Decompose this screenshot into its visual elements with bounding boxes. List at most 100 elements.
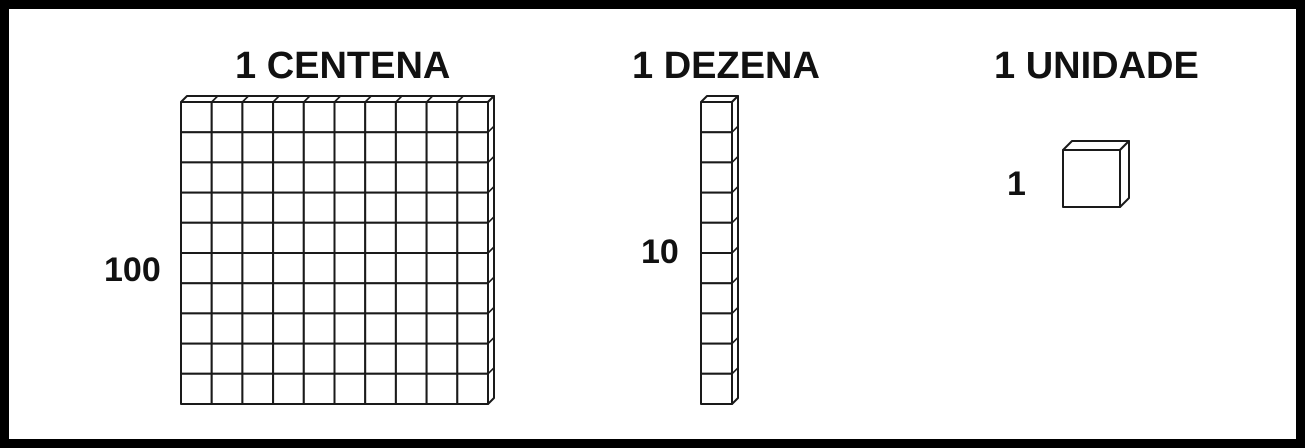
centena-unit-square: [335, 283, 366, 313]
centena-unit-square: [242, 132, 273, 162]
centena-unit-square: [304, 223, 335, 253]
centena-unit-square: [212, 253, 243, 283]
centena-unit-square: [335, 102, 366, 132]
centena-unit-square: [212, 313, 243, 343]
dezena-unit-square: [701, 193, 732, 223]
centena-unit-square: [212, 223, 243, 253]
centena-unit-square: [304, 193, 335, 223]
centena-unit-square: [212, 283, 243, 313]
centena-unit-square: [457, 132, 488, 162]
centena-unit-square: [273, 344, 304, 374]
centena-unit-square: [427, 283, 458, 313]
centena-unit-square: [396, 283, 427, 313]
centena-unit-square: [304, 253, 335, 283]
centena-unit-square: [335, 344, 366, 374]
centena-unit-square: [273, 193, 304, 223]
dezena-unit-square: [701, 344, 732, 374]
centena-unit-square: [396, 313, 427, 343]
centena-unit-square: [212, 374, 243, 404]
centena-unit-square: [304, 374, 335, 404]
centena-unit-square: [365, 102, 396, 132]
unidade-top-face: [1063, 141, 1129, 150]
centena-unit-square: [335, 313, 366, 343]
centena-unit-square: [242, 313, 273, 343]
centena-unit-square: [427, 374, 458, 404]
centena-unit-square: [181, 344, 212, 374]
centena-unit-square: [365, 253, 396, 283]
centena-unit-square: [365, 344, 396, 374]
centena-unit-square: [242, 223, 273, 253]
centena-unit-square: [335, 162, 366, 192]
centena-unit-square: [396, 374, 427, 404]
centena-unit-square: [273, 223, 304, 253]
centena-unit-square: [335, 132, 366, 162]
centena-unit-square: [365, 283, 396, 313]
centena-unit-square: [457, 193, 488, 223]
centena-unit-square: [427, 223, 458, 253]
centena-unit-square: [457, 344, 488, 374]
unidade-unit-square: [1063, 150, 1120, 207]
centena-unit-square: [396, 344, 427, 374]
centena-unit-square: [212, 193, 243, 223]
centena-unit-square: [273, 162, 304, 192]
centena-unit-square: [427, 132, 458, 162]
centena-unit-square: [396, 132, 427, 162]
centena-unit-square: [212, 132, 243, 162]
centena-unit-square: [181, 283, 212, 313]
centena-unit-square: [181, 162, 212, 192]
centena-unit-square: [457, 102, 488, 132]
centena-unit-square: [304, 313, 335, 343]
dezena-unit-square: [701, 374, 732, 404]
centena-unit-square: [457, 223, 488, 253]
centena-unit-square: [242, 374, 273, 404]
centena-unit-square: [427, 162, 458, 192]
centena-unit-square: [335, 253, 366, 283]
centena-unit-square: [304, 162, 335, 192]
centena-unit-square: [304, 283, 335, 313]
centena-unit-square: [242, 344, 273, 374]
centena-unit-square: [242, 253, 273, 283]
centena-unit-square: [427, 313, 458, 343]
centena-unit-square: [335, 193, 366, 223]
centena-unit-square: [457, 283, 488, 313]
centena-unit-square: [457, 313, 488, 343]
centena-unit-square: [181, 374, 212, 404]
dezena-unit-square: [701, 223, 732, 253]
centena-unit-square: [457, 162, 488, 192]
centena-unit-square: [427, 193, 458, 223]
centena-unit-square: [304, 132, 335, 162]
dezena-unit-square: [701, 313, 732, 343]
centena-unit-square: [365, 313, 396, 343]
centena-unit-square: [181, 193, 212, 223]
centena-unit-square: [396, 162, 427, 192]
centena-unit-square: [365, 374, 396, 404]
centena-unit-square: [212, 344, 243, 374]
centena-unit-square: [181, 313, 212, 343]
centena-unit-square: [335, 374, 366, 404]
centena-unit-square: [181, 223, 212, 253]
unidade-cube: [1063, 141, 1129, 207]
centena-unit-square: [273, 283, 304, 313]
dezena-unit-square: [701, 283, 732, 313]
centena-unit-square: [273, 374, 304, 404]
centena-unit-square: [212, 162, 243, 192]
centena-unit-square: [242, 283, 273, 313]
centena-unit-square: [365, 223, 396, 253]
centena-unit-square: [273, 102, 304, 132]
centena-unit-square: [427, 102, 458, 132]
centena-unit-square: [396, 193, 427, 223]
centena-unit-square: [457, 374, 488, 404]
centena-unit-square: [396, 102, 427, 132]
centena-unit-square: [273, 132, 304, 162]
dezena-unit-square: [701, 132, 732, 162]
centena-unit-square: [242, 162, 273, 192]
centena-unit-square: [181, 102, 212, 132]
centena-unit-square: [304, 344, 335, 374]
centena-unit-square: [365, 132, 396, 162]
centena-unit-square: [273, 313, 304, 343]
centena-unit-square: [457, 253, 488, 283]
centena-unit-square: [242, 193, 273, 223]
centena-unit-square: [212, 102, 243, 132]
dezena-unit-square: [701, 102, 732, 132]
